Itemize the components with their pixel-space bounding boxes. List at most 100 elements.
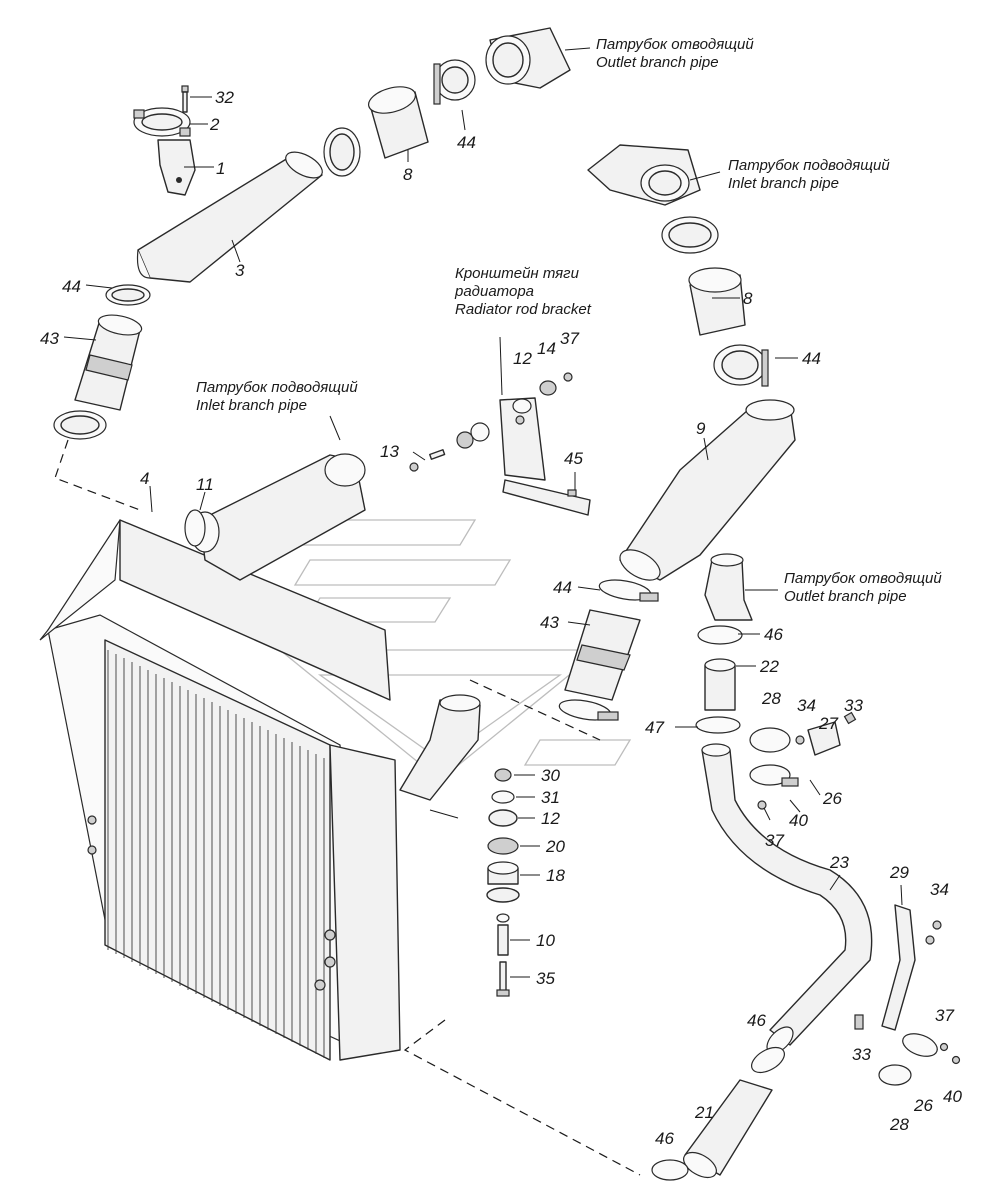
- rod-45: [502, 479, 591, 516]
- label-43-center: 43: [540, 613, 559, 632]
- clamp-46-lower-a: [751, 1046, 785, 1074]
- pipe-23: [701, 743, 873, 1054]
- label-45: 45: [564, 449, 583, 468]
- label-44-top: 44: [457, 133, 476, 152]
- hose-8-right: [688, 267, 746, 336]
- label-20: 20: [546, 837, 565, 856]
- label-27: 27: [819, 714, 838, 733]
- label-46-right: 46: [764, 625, 783, 644]
- inlet-branch-pipe-top: [587, 144, 701, 206]
- clamp-44-center-lower: [558, 699, 619, 721]
- label-18: 18: [546, 866, 565, 885]
- caption-inlet-left: Патрубок подводящий Inlet branch pipe: [196, 379, 358, 415]
- label-40-lower: 40: [943, 1087, 962, 1106]
- label-47: 47: [645, 718, 664, 737]
- bolt-32: [181, 85, 189, 113]
- label-46-lower: 46: [655, 1129, 674, 1148]
- bushing-13: [409, 422, 490, 472]
- caption-outlet-top-ru: Патрубок отводящий: [596, 36, 754, 53]
- label-2: 2: [210, 115, 220, 134]
- clamp-46-right: [697, 625, 743, 645]
- caption-outlet-top-en: Outlet branch pipe: [596, 54, 719, 71]
- connection-lines: [54, 439, 641, 1176]
- inlet-branch-pipe-left: [190, 453, 366, 581]
- radiator-4: [39, 519, 401, 1061]
- clamp-47: [695, 716, 741, 734]
- clamp-26-upper: [749, 764, 799, 787]
- clamp-44-top-b: [433, 59, 476, 105]
- bolt-34-upper: [795, 735, 805, 745]
- bracket-27: [807, 721, 841, 756]
- hose-8-top: [368, 86, 429, 159]
- bolt-34-lower: [925, 920, 942, 945]
- label-8-top: 8: [403, 165, 413, 184]
- caption-outlet-right-ru: Патрубок отводящий: [784, 570, 942, 587]
- leader-lines: [63, 47, 903, 978]
- label-14: 14: [537, 339, 556, 358]
- caption-bracket-en: Radiator rod bracket: [455, 301, 591, 318]
- caption-inlet-top-ru: Патрубок подводящий: [728, 157, 890, 174]
- label-23: 23: [830, 853, 849, 872]
- label-35: 35: [536, 969, 555, 988]
- caption-outlet-right: Патрубок отводящий Outlet branch pipe: [784, 570, 942, 606]
- radiator-core-fins: [107, 650, 325, 1058]
- clamp-26-lower: [902, 1033, 938, 1057]
- label-11: 11: [196, 475, 214, 494]
- pipe-9: [619, 399, 796, 581]
- label-43-left: 43: [40, 329, 59, 348]
- caption-bracket: Кронштейн тяги радиатора Radiator rod br…: [455, 265, 591, 319]
- label-31: 31: [541, 788, 560, 807]
- clamp-11: [184, 509, 206, 547]
- bracket-1: [157, 139, 196, 196]
- hose-22: [704, 658, 736, 711]
- label-8-right: 8: [743, 289, 753, 308]
- label-10: 10: [536, 931, 555, 950]
- label-21: 21: [695, 1103, 714, 1122]
- outlet-branch-pipe-top: [485, 27, 571, 89]
- label-28-lower: 28: [890, 1115, 909, 1134]
- clamp-44-left: [105, 284, 151, 306]
- label-44-right: 44: [802, 349, 821, 368]
- label-29: 29: [890, 863, 909, 882]
- label-33-lower: 33: [852, 1045, 871, 1064]
- clamp-46-lower-b: [651, 1159, 689, 1181]
- clamp-28-upper: [749, 727, 791, 753]
- label-37-upper: 37: [765, 831, 784, 850]
- label-34-lower: 34: [930, 880, 949, 899]
- label-32: 32: [215, 88, 234, 107]
- label-34-upper: 34: [797, 696, 816, 715]
- label-12-top: 12: [513, 349, 532, 368]
- caption-bracket-ru-1: Кронштейн тяги: [455, 265, 579, 282]
- pipe-3: [136, 151, 323, 283]
- label-28-upper: 28: [762, 689, 781, 708]
- caption-outlet-right-en: Outlet branch pipe: [784, 588, 907, 605]
- radiator-outlet-elbow: [399, 694, 481, 801]
- caption-bracket-ru-2: радиатора: [455, 283, 535, 300]
- hose-43-center: [564, 609, 641, 701]
- label-37-lower: 37: [935, 1006, 954, 1025]
- label-37-top: 37: [560, 329, 579, 348]
- caption-inlet-top-en: Inlet branch pipe: [728, 175, 839, 192]
- clamp-44-top-a: [323, 127, 361, 177]
- bolt-33-upper: [843, 711, 857, 725]
- label-9: 9: [696, 419, 706, 438]
- label-22: 22: [760, 657, 779, 676]
- label-26-upper: 26: [823, 789, 842, 808]
- outlet-branch-pipe-right: [704, 553, 753, 621]
- nut-40-upper: [757, 800, 767, 810]
- washer-12-top: [512, 398, 532, 414]
- bolt-33-lower: [854, 1014, 864, 1030]
- washer-14: [539, 380, 557, 396]
- clamp-44-right-b: [713, 344, 769, 387]
- label-1: 1: [216, 159, 226, 178]
- label-44-left: 44: [62, 277, 81, 296]
- clamp-44-center: [598, 579, 659, 602]
- clamp-2: [133, 107, 191, 137]
- label-13: 13: [380, 442, 399, 461]
- label-26-lower: 26: [914, 1096, 933, 1115]
- hose-43-left: [74, 314, 143, 411]
- label-46-mid: 46: [747, 1011, 766, 1030]
- label-33-upper: 33: [844, 696, 863, 715]
